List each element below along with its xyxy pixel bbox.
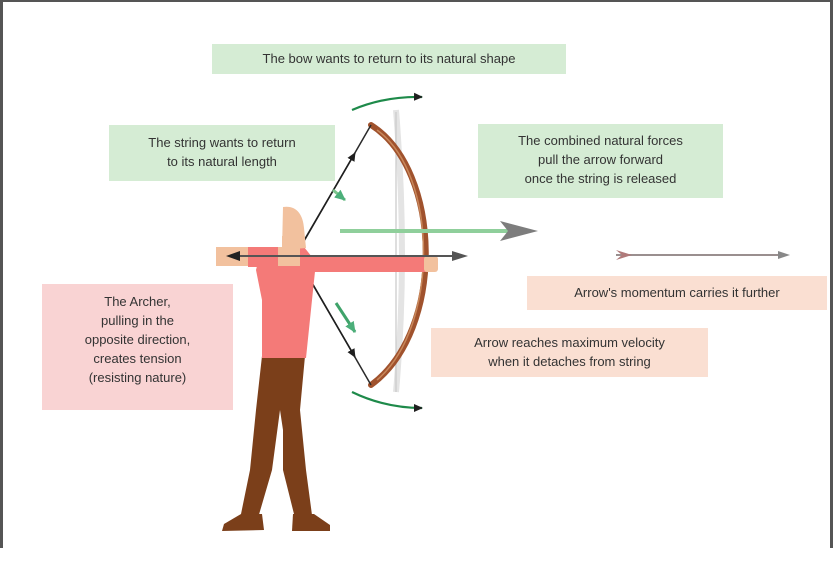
green-force-arrow-lower — [334, 302, 357, 333]
archer-legs — [241, 356, 312, 518]
forward-force-arrowhead — [500, 221, 538, 241]
released-arrow-tip — [778, 251, 790, 259]
bow-highlight — [376, 129, 425, 381]
archer-right-shoe — [292, 514, 330, 531]
momentum-label: Arrow's momentum carries it further — [527, 276, 827, 310]
bow-top-curve-arrow — [351, 92, 423, 112]
archer-hand — [424, 256, 438, 272]
bottom-edge — [0, 548, 833, 562]
archer-torso — [256, 247, 316, 358]
green-force-arrow-upper — [332, 188, 346, 202]
archer-label: The Archer, pulling in the opposite dire… — [42, 284, 233, 410]
archer-left-shoe — [222, 514, 264, 531]
max-velocity-label: Arrow reaches maximum velocity when it d… — [431, 328, 708, 377]
bow-shape-label: The bow wants to return to its natural s… — [212, 44, 566, 74]
bow-bottom-curve-arrow — [351, 391, 423, 412]
nocked-arrow-head — [452, 251, 468, 261]
combined-forces-label: The combined natural forces pull the arr… — [478, 124, 723, 198]
released-arrow-fletching — [616, 250, 632, 260]
archer-extended-arm — [300, 255, 428, 272]
nocked-arrow-back-head — [226, 251, 240, 261]
archer-neck — [282, 236, 300, 250]
string-tension-arrow-upper — [301, 152, 356, 245]
string-length-label: The string wants to return to its natura… — [109, 125, 335, 181]
